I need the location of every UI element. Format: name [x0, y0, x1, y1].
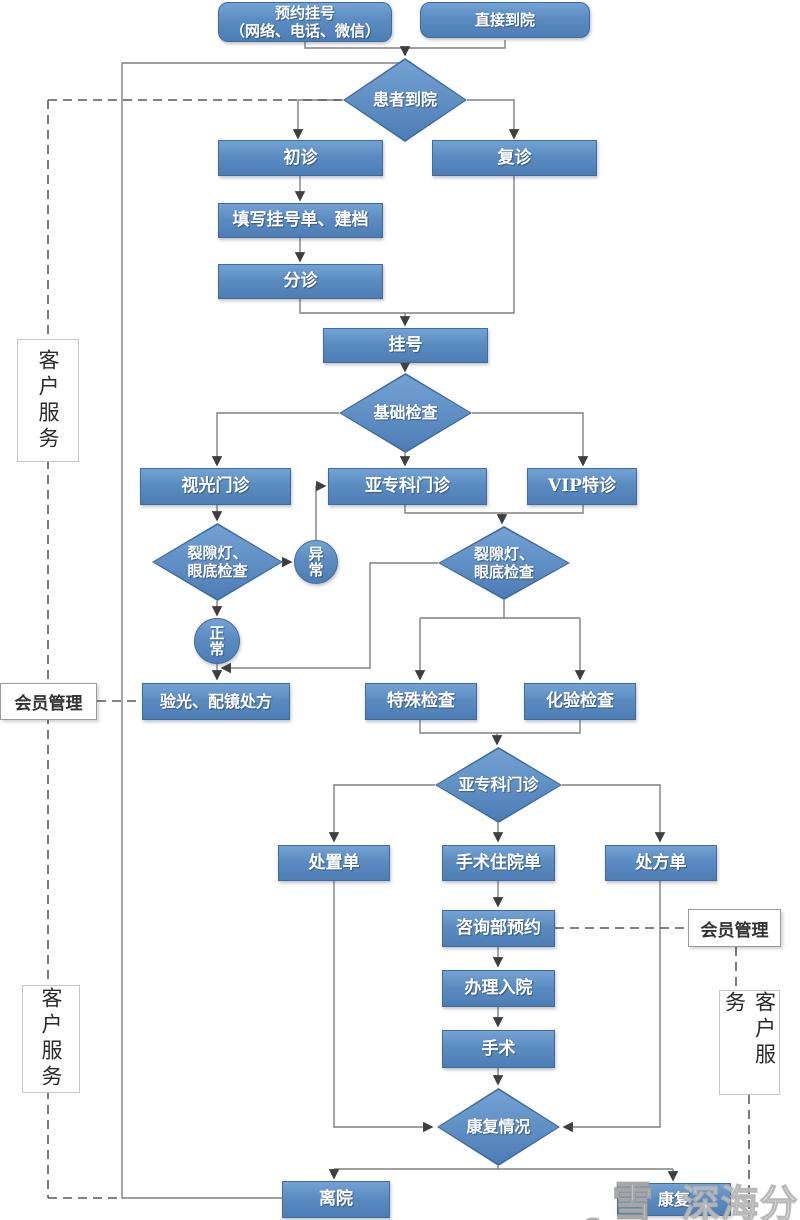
node-return-visit: 复诊 — [432, 140, 597, 176]
node-discharge: 离院 — [282, 1181, 390, 1218]
node-label: 初诊 — [283, 147, 318, 168]
node-label: 康复 — [657, 1189, 690, 1209]
annotation-label: 客户服务 — [722, 991, 777, 1069]
annotation-label: 会员管理 — [14, 694, 83, 714]
node-label: 挂号 — [388, 335, 423, 356]
node-register: 挂号 — [323, 328, 488, 363]
node-label: 化验检查 — [546, 691, 614, 712]
node-label: 裂隙灯、 眼底检查 — [473, 545, 534, 581]
node-lab-exam: 化验检查 — [524, 683, 636, 720]
node-label: 验光、配镜处方 — [159, 691, 272, 711]
node-disposal-order: 处置单 — [278, 845, 390, 881]
node-label: 亚专科门诊 — [365, 476, 450, 497]
node-label: 填写挂号单、建档 — [232, 210, 369, 231]
node-label: VIP特诊 — [548, 476, 616, 497]
node-label: 预约挂号 （网络、电话、微信） — [229, 4, 380, 40]
node-label: 正 常 — [209, 623, 225, 658]
node-label: 处方单 — [635, 852, 687, 873]
node-normal: 正 常 — [194, 618, 240, 664]
node-label: 康复情况 — [466, 1117, 531, 1137]
annotation-label: 客户服务 — [39, 987, 63, 1091]
annotation-label: 会员管理 — [700, 920, 769, 941]
node-rehab: 康复 — [617, 1183, 731, 1216]
node-subspecialty-clinic-1: 亚专科门诊 — [328, 468, 487, 505]
member-management-right: 会员管理 — [688, 909, 781, 947]
node-label: 办理入院 — [464, 978, 533, 999]
node-label: 视光门诊 — [181, 476, 250, 497]
node-surgery-admission-order: 手术住院单 — [442, 845, 555, 881]
annotation-label: 客户服务 — [36, 348, 60, 453]
node-label: 亚专科门诊 — [458, 775, 539, 795]
node-label: 患者到院 — [372, 90, 437, 110]
customer-service-right: 客户服务 — [719, 990, 780, 1095]
node-label: 处置单 — [308, 852, 360, 873]
node-consult-booking: 咨询部预约 — [442, 910, 555, 947]
node-direct-arrival: 直接到院 — [420, 2, 590, 38]
node-special-exam: 特殊检查 — [365, 683, 477, 720]
node-first-visit: 初诊 — [218, 140, 383, 176]
node-optometry-clinic: 视光门诊 — [140, 468, 291, 505]
node-triage: 分诊 — [218, 264, 383, 299]
node-label: 手术 — [481, 1038, 516, 1059]
node-prescription-order: 处方单 — [605, 845, 717, 881]
node-fill-form-create-file: 填写挂号单、建档 — [218, 203, 383, 238]
node-label: 离院 — [319, 1189, 353, 1210]
node-label: 直接到院 — [474, 11, 535, 29]
node-label: 异 常 — [308, 544, 324, 579]
member-management-left: 会员管理 — [0, 683, 97, 720]
node-label: 复诊 — [497, 147, 532, 168]
node-surgery: 手术 — [442, 1030, 555, 1068]
node-label: 基础检查 — [373, 403, 438, 423]
node-label: 裂隙灯、 眼底检查 — [187, 544, 248, 580]
customer-service-bottom: 客户服务 — [22, 985, 80, 1093]
node-reserve-registration: 预约挂号 （网络、电话、微信） — [218, 2, 392, 42]
node-vip-clinic: VIP特诊 — [527, 468, 637, 505]
node-admission: 办理入院 — [442, 970, 555, 1007]
node-label: 手术住院单 — [456, 852, 541, 873]
node-label: 特殊检查 — [387, 691, 455, 712]
node-label: 分诊 — [283, 271, 318, 292]
node-abnormal: 异 常 — [294, 540, 338, 584]
customer-service-top: 客户服务 — [17, 339, 79, 462]
node-optometry-prescription: 验光、配镜处方 — [142, 683, 290, 720]
node-label: 咨询部预约 — [456, 918, 541, 939]
